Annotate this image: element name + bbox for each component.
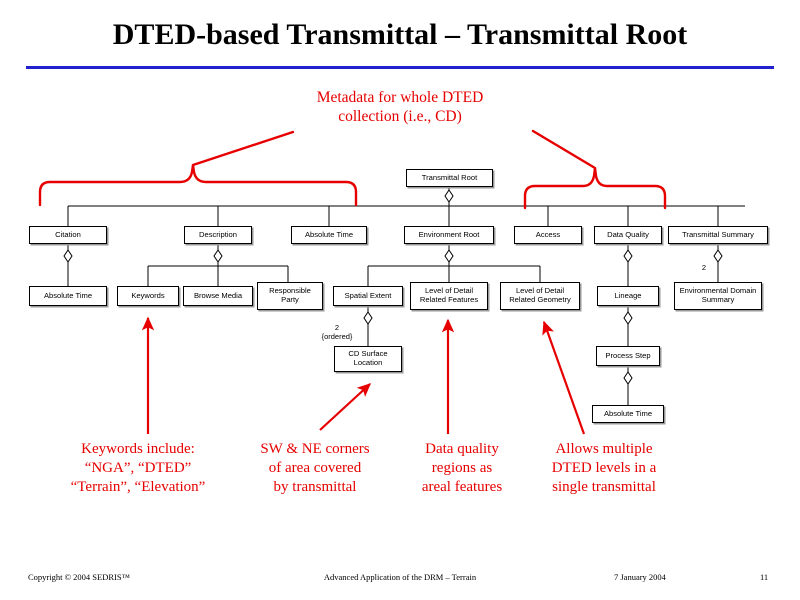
footer-page-number: 11 (760, 572, 769, 582)
node-access[interactable]: Access (514, 226, 582, 244)
callout-lod-line-2: DTED levels in a (551, 459, 657, 476)
node-transmittal-root[interactable]: Transmittal Root (406, 169, 493, 187)
node-cd-surface-location[interactable]: CD Surface Location (334, 346, 402, 372)
callout-lod-line-3: single transmittal (552, 478, 656, 495)
title-underline (26, 66, 774, 69)
node-lod-related-geometry[interactable]: Level of Detail Related Geometry (500, 282, 580, 310)
callout-keywords-line-3: “Terrain”, “Elevation” (70, 478, 206, 495)
node-browse-media[interactable]: Browse Media (183, 286, 253, 306)
callout-keywords-line-2: “NGA”, “DTED” (84, 459, 192, 476)
callout-spatial-line-1: SW & NE corners (260, 441, 370, 457)
node-responsible-party[interactable]: Responsible Party (257, 282, 323, 310)
arrow-to-lod-related-geometry-icon (542, 320, 586, 435)
node-description[interactable]: Description (184, 226, 252, 244)
node-environmental-domain-summary[interactable]: Environmental Domain Summary (674, 282, 762, 310)
footer-date: 7 January 2004 (614, 572, 666, 582)
left-brace-icon (38, 164, 358, 207)
callout-spatial-line-2: of area covered (268, 459, 362, 476)
node-environment-root[interactable]: Environment Root (404, 226, 494, 244)
callout-top-line-1: Metadata for whole DTED (316, 89, 484, 106)
node-data-quality[interactable]: Data Quality (594, 226, 662, 244)
node-absolute-time-citation[interactable]: Absolute Time (29, 286, 107, 306)
node-citation[interactable]: Citation (29, 226, 107, 244)
mult-spatial-extent-count: 2 (334, 323, 340, 332)
callout-dataquality-line-1: Data quality (425, 441, 499, 457)
node-absolute-time-process[interactable]: Absolute Time (592, 405, 664, 423)
callout-top-line-2: collection (i.e., CD) (338, 108, 462, 126)
footer-center-title: Advanced Application of the DRM – Terrai… (323, 572, 477, 582)
node-keywords[interactable]: Keywords (117, 286, 179, 306)
callout-dataquality-line-2: regions as (431, 459, 493, 476)
callout-top: Metadata for whole DTED collection (i.e.… (280, 88, 520, 127)
node-spatial-extent[interactable]: Spatial Extent (333, 286, 403, 306)
callout-lod-line-1: Allows multiple (555, 441, 653, 457)
callout-dataquality-line-3: areal features (421, 478, 503, 495)
left-brace-pointer-icon (191, 130, 295, 167)
callout-spatial: SW & NE corners of area covered by trans… (240, 440, 390, 496)
footer-copyright: Copyright © 2004 SEDRIS™ (28, 572, 130, 582)
arrow-to-cd-surface-location-icon (319, 383, 371, 431)
callout-lod: Allows multiple DTED levels in a single … (528, 440, 680, 496)
callout-keywords: Keywords include: “NGA”, “DTED” “Terrain… (38, 440, 238, 496)
node-transmittal-summary[interactable]: Transmittal Summary (668, 226, 768, 244)
node-absolute-time-top[interactable]: Absolute Time (291, 226, 367, 244)
callout-keywords-line-1: Keywords include: (81, 441, 195, 457)
node-lod-related-features[interactable]: Level of Detail Related Features (410, 282, 488, 310)
page-title: DTED-based Transmittal – Transmittal Roo… (112, 18, 688, 51)
node-process-step[interactable]: Process Step (596, 346, 660, 366)
callout-spatial-line-3: by transmittal (273, 478, 357, 495)
mult-env-domain-summary-count: 2 (701, 263, 707, 272)
right-brace-icon (523, 167, 667, 210)
callout-dataquality: Data quality regions as areal features (398, 440, 526, 496)
right-brace-pointer-icon (531, 129, 597, 170)
node-lineage[interactable]: Lineage (597, 286, 659, 306)
mult-spatial-extent-ordered: {ordered} (321, 332, 353, 341)
